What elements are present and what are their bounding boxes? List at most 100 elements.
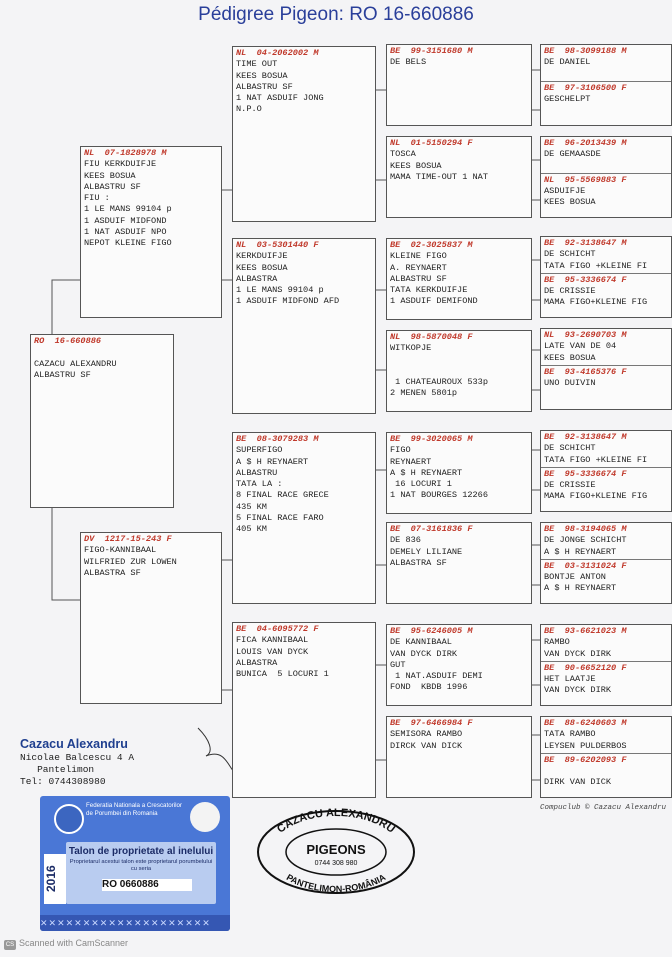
info-line: 2 MENEN 5801p <box>390 388 458 399</box>
info-line: HET LAATJE <box>544 674 596 685</box>
info-line <box>390 355 528 366</box>
great-great-pair-3: BE 92-3138647 M DE SCHICHT TATA FIGO +KL… <box>540 236 672 318</box>
spacer <box>544 69 668 80</box>
page-title: Pédigree Pigeon: RO 16-660886 <box>198 4 474 25</box>
ring-number: NL 95-5569883 F <box>544 174 627 185</box>
ring-number: BE 90-6652120 F <box>544 662 627 673</box>
info-line: TOSCA <box>390 149 416 160</box>
info-line: KEES BOSUA <box>544 197 596 208</box>
info-line: DIRK VAN DICK <box>544 777 612 788</box>
info-line: ALBASTRU <box>236 467 278 478</box>
camscanner-icon: CS <box>4 940 16 950</box>
info-line: KEES BOSUA <box>544 352 596 363</box>
owner-phone: Tel: 0744308980 <box>20 776 106 787</box>
info-line: 1 NAT ASDUIF NPO <box>84 227 167 238</box>
ring-number: BE 99-3020065 M <box>390 434 473 444</box>
info-line: CAZACU ALEXANDRU <box>34 358 117 369</box>
info-line: VAN DYCK DIRK <box>544 648 612 659</box>
divider <box>541 558 671 560</box>
divider <box>541 80 671 82</box>
ring-number: BE 92-3138647 M <box>544 238 627 248</box>
info-line: TATA KERKDUIFJE <box>390 285 468 296</box>
info-line: BONTJE ANTON <box>544 572 606 583</box>
pigeon-logo-icon <box>190 802 220 832</box>
ownership-card: Federatia Nationala a Crescatorilor de P… <box>40 796 230 931</box>
info-line: MAMA FIGO+KLEINE FIG <box>544 491 648 502</box>
card-pattern: ✕✕✕✕✕✕✕✕✕✕✕✕✕✕✕✕✕✕✕✕ <box>40 915 230 931</box>
info-line <box>544 766 668 777</box>
info-line: 1 ASDUIF MIDFOND <box>84 215 167 226</box>
info-line: 435 KM <box>236 501 267 512</box>
info-line: ALBASTRU SF <box>34 369 91 380</box>
ring-number: BE 92-3138647 M <box>544 432 627 442</box>
info-line: ALBASTRU SF <box>390 273 447 284</box>
dss-box: BE 99-3020065 M FIGO REYNAERT A $ H REYN… <box>386 432 532 514</box>
spacer <box>544 161 668 172</box>
info-line: DE SCHICHT <box>544 249 596 260</box>
info-line: ALBASTRA SF <box>390 557 447 568</box>
info-line: KEES BOSUA <box>236 262 288 273</box>
info-line <box>34 347 170 358</box>
divider <box>541 364 671 366</box>
ring-number: RO 16-660886 <box>34 336 102 346</box>
info-line: DIRCK VAN DICK <box>390 740 463 751</box>
ring-number: BE 96-2013439 M <box>544 138 627 148</box>
info-line: MAMA FIGO+KLEINE FIG <box>544 297 648 308</box>
ring-number: BE 97-6466984 F <box>390 718 473 728</box>
ring-number: BE 95-3336674 F <box>544 468 627 479</box>
sire-sire-box: NL 04-2062002 M TIME OUT KEES BOSUA ALBA… <box>232 46 376 222</box>
info-line: ALBASTRU SF <box>236 81 293 92</box>
dam-box: DV 1217-15-243 F FIGO-KANNIBAAL WILFRIED… <box>80 532 222 704</box>
card-year: 2016 <box>44 854 66 904</box>
info-line: 8 FINAL RACE GRECE <box>236 490 329 501</box>
ring-number: BE 93-6621023 M <box>544 626 627 636</box>
ring-number: BE 99-3151680 M <box>390 46 473 56</box>
ring-number: BE 95-3336674 F <box>544 274 627 285</box>
great-great-pair-2: BE 96-2013439 M DE GEMAASDE NL 95-556988… <box>540 136 672 218</box>
card-inner-panel <box>66 842 216 904</box>
info-line: A. REYNAERT <box>390 262 447 273</box>
great-great-pair-4: NL 93-2690703 M LATE VAN DE 04 KEES BOSU… <box>540 328 672 410</box>
dam-dam-box: BE 04-6095772 F FICA KANNIBAAL LOUIS VAN… <box>232 622 376 798</box>
info-line: FICA KANNIBAAL <box>236 635 309 646</box>
ring-number: NL 07-1828978 M <box>84 148 167 158</box>
card-ring-number: RO 0660886 <box>102 879 192 891</box>
info-line: 1 ASDUIF DEMIFOND <box>390 296 478 307</box>
sss-box: BE 99-3151680 M DE BELS <box>386 44 532 126</box>
great-great-pair-6: BE 98-3194065 M DE JONGE SCHICHT A $ H R… <box>540 522 672 604</box>
stamp-top-text: CAZACU ALEXANDRU <box>275 808 397 836</box>
info-line: VAN DYCK DIRK <box>390 648 458 659</box>
dam-sire-box: BE 08-3079283 M SUPERFIGO A $ H REYNAERT… <box>232 432 376 604</box>
info-line: TIME OUT <box>236 59 278 70</box>
ddd-box: BE 97-6466984 F SEMISORA RAMBO DIRCK VAN… <box>386 716 532 798</box>
info-line: FIGO <box>390 445 411 456</box>
ring-number: BE 97-3106500 F <box>544 82 627 93</box>
card-note: Proprietarul acestui talon este propriet… <box>69 859 213 872</box>
ring-number: BE 95-6246005 M <box>390 626 473 636</box>
info-line: LATE VAN DE 04 <box>544 341 617 352</box>
federation-name: Federatia Nationala a Crescatorilor de P… <box>86 802 182 817</box>
info-line: LOUIS VAN DYCK <box>236 646 309 657</box>
info-line: DEMELY LILIANE <box>390 546 463 557</box>
info-line: FIGO-KANNIBAAL <box>84 545 157 556</box>
info-line: SUPERFIGO <box>236 445 283 456</box>
info-line: KEES BOSUA <box>390 160 442 171</box>
info-line: 1 LE MANS 99104 p <box>236 285 324 296</box>
dsd-box: BE 07-3161836 F DE 836 DEMELY LILIANE AL… <box>386 522 532 604</box>
divider <box>541 272 671 274</box>
scanner-label: Scanned with CamScanner <box>19 938 129 948</box>
info-line: FIU KERKDUIFJE <box>84 159 157 170</box>
info-line: MAMA TIME-OUT 1 NAT <box>390 171 488 182</box>
info-line: A $ H REYNAERT <box>544 583 617 594</box>
info-line: UNO DUIVIN <box>544 378 596 389</box>
info-line: REYNAERT <box>390 456 432 467</box>
info-line: ALBASTRA <box>236 657 278 668</box>
great-great-pair-8: BE 88-6240603 M TATA RAMBO LEYSEN PULDER… <box>540 716 672 798</box>
info-line: SEMISORA RAMBO <box>390 729 463 740</box>
info-line: ASDUIFJE <box>544 186 586 197</box>
info-line: WILFRIED ZUR LOWEN <box>84 556 177 567</box>
info-line: 1 CHATEAUROUX 533p <box>390 377 488 388</box>
divider <box>541 466 671 468</box>
ring-number: DV 1217-15-243 F <box>84 534 172 544</box>
